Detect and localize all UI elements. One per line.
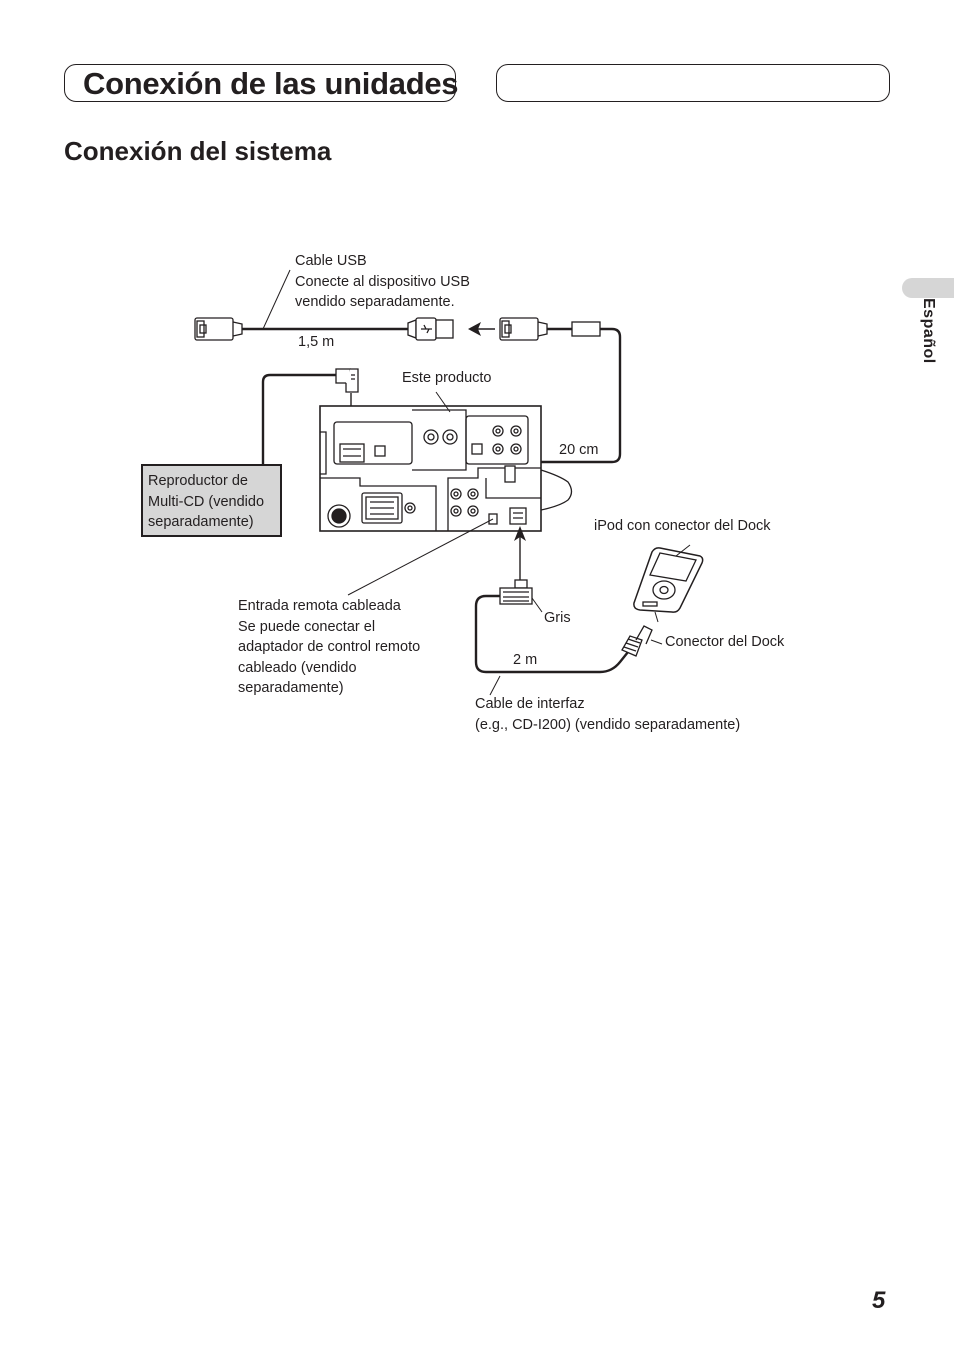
usb-cable-label: Cable USB Conecte al dispositivo USB ven… xyxy=(295,251,470,313)
remote-input-line-1: Entrada remota cableada xyxy=(238,598,401,614)
gray-label: Gris xyxy=(544,610,571,626)
interface-cable-line xyxy=(474,594,629,674)
language-label: Español xyxy=(920,298,937,364)
remote-input-label: Entrada remota cableada Se puede conecta… xyxy=(238,596,420,699)
usb-cable-length: 1,5 m xyxy=(298,334,335,350)
usb-cable-line-2: vendido separadamente. xyxy=(295,294,455,310)
interface-cable-label: Cable de interfaz (e.g., CD-I200) (vendi… xyxy=(475,694,740,735)
arrow-left-icon xyxy=(468,322,481,336)
cd-player-line-1: Reproductor de xyxy=(148,473,248,489)
ipod-device xyxy=(633,547,704,613)
remote-input-line-3: adaptador de control remoto xyxy=(238,639,421,655)
ipod-label: iPod con conector del Dock xyxy=(594,518,771,534)
usb-cable-title: Cable USB xyxy=(295,253,367,269)
interface-connector xyxy=(499,579,533,605)
short-cable-length: 20 cm xyxy=(559,442,599,458)
language-tab xyxy=(902,278,954,298)
usb-female-connector xyxy=(499,317,548,341)
interface-cable-line-2: (e.g., CD-I200) (vendido separadamente) xyxy=(475,716,741,733)
ferrite-core xyxy=(571,321,601,337)
chapter-title-box: Conexión de las unidades xyxy=(64,64,459,102)
cd-player-line-2: Multi-CD (vendido xyxy=(148,493,265,510)
interface-cable-length: 2 m xyxy=(513,652,538,668)
chapter-title: Conexión de las unidades xyxy=(83,66,459,101)
arrow-up-icon xyxy=(514,526,526,541)
interface-cable-line-1: Cable de interfaz xyxy=(475,696,585,712)
cd-connector xyxy=(335,368,359,393)
head-unit-back-panel xyxy=(319,405,573,532)
page-number: 5 xyxy=(872,1287,886,1314)
remote-input-line-5: separadamente) xyxy=(238,680,344,696)
multi-cd-player-box: Reproductor de Multi-CD (vendido separad… xyxy=(141,464,282,537)
cd-cable-line xyxy=(261,373,336,464)
section-title: Conexión del sistema xyxy=(64,136,332,166)
dock-connector-label: Conector del Dock xyxy=(665,634,785,650)
usb-cable-line-1: Conecte al dispositivo USB xyxy=(295,273,470,290)
usb-cable-right-connector xyxy=(407,317,454,341)
usb-cable-left-connector xyxy=(194,317,243,341)
cd-player-line-3: separadamente) xyxy=(148,514,254,530)
header-blank-box xyxy=(496,64,890,102)
product-label: Este producto xyxy=(402,370,492,386)
dock-connector-plug xyxy=(621,625,653,657)
remote-input-line-4: cableado (vendido xyxy=(238,659,357,676)
remote-input-line-2: Se puede conectar el xyxy=(238,618,376,635)
